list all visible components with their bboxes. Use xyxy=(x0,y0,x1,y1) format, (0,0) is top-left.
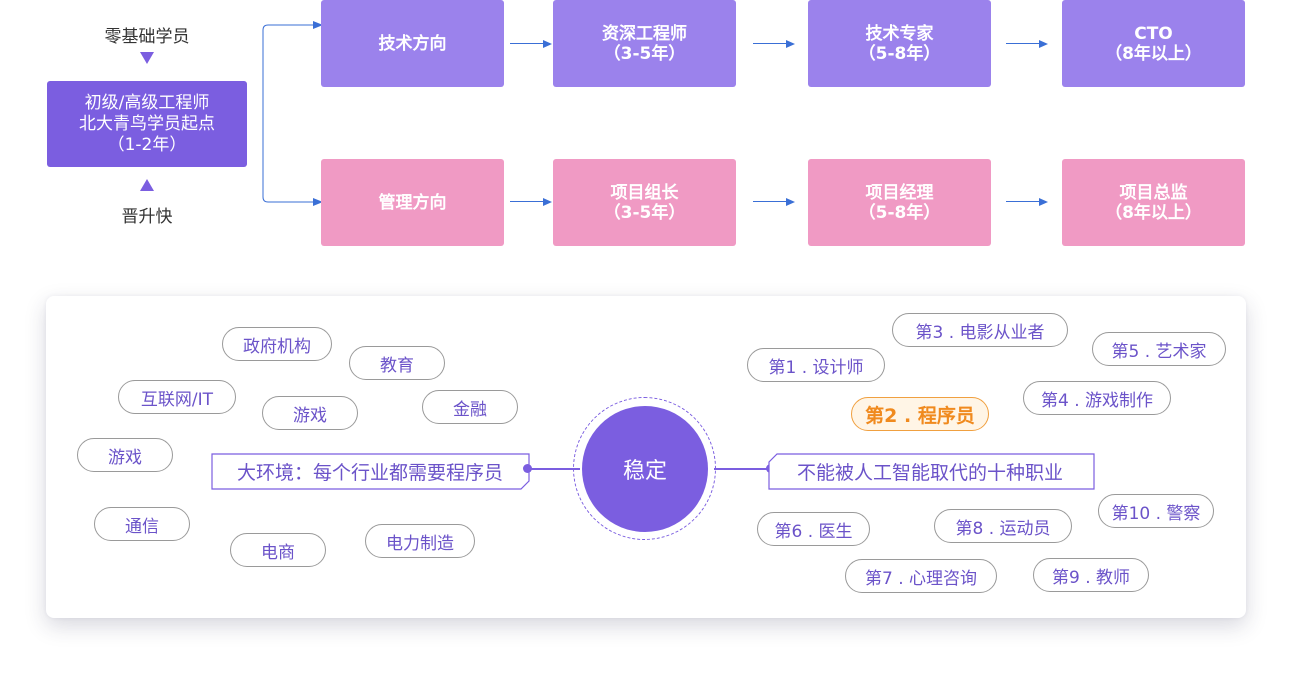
job-pill: 第3 . 电影从业者 xyxy=(892,313,1068,347)
mgmt-node-title: 项目组长 xyxy=(610,182,679,203)
arrow-down-icon xyxy=(140,52,154,64)
tech-node-years: （3-5年） xyxy=(603,43,686,64)
tech-node-title: 技术专家 xyxy=(865,23,934,44)
tech-node: 技术专家 （5-8年） xyxy=(808,0,991,87)
mgmt-node-title: 项目经理 xyxy=(865,182,934,203)
tech-node-title: 技术方向 xyxy=(378,33,447,54)
industry-pill: 电力制造 xyxy=(365,524,475,558)
mgmt-node-years: （5-8年） xyxy=(858,202,941,223)
mgmt-node: 项目总监 （8年以上） xyxy=(1062,159,1245,246)
start-top-label: 零基础学员 xyxy=(104,27,190,47)
mgmt-arrow xyxy=(510,201,546,202)
tech-arrow xyxy=(510,43,546,44)
tech-node-title: 资深工程师 xyxy=(602,23,687,44)
job-pill: 第8 . 运动员 xyxy=(934,509,1072,543)
industry-pill: 通信 xyxy=(94,507,190,541)
industry-pill: 教育 xyxy=(349,346,445,380)
tech-node-years: （5-8年） xyxy=(858,43,941,64)
right-label-frame xyxy=(768,453,1095,490)
tech-arrow xyxy=(753,43,789,44)
mgmt-node: 管理方向 xyxy=(321,159,504,246)
arrow-right-icon xyxy=(1039,198,1048,206)
industry-pill: 互联网/IT xyxy=(118,380,236,414)
arrow-right-icon xyxy=(786,198,795,206)
mgmt-node-years: （3-5年） xyxy=(603,202,686,223)
job-pill: 第9 . 教师 xyxy=(1033,558,1149,592)
arrow-right-icon xyxy=(543,198,552,206)
job-pill: 第6 . 医生 xyxy=(757,512,870,546)
mgmt-node-years: （8年以上） xyxy=(1105,202,1202,223)
right-connector xyxy=(714,468,768,470)
tech-node-title: CTO xyxy=(1134,23,1173,44)
start-box-line: 北大青鸟学员起点 xyxy=(79,113,215,134)
job-pill: 第5 . 艺术家 xyxy=(1092,332,1226,366)
tech-node: 资深工程师 （3-5年） xyxy=(553,0,736,87)
arrow-up-icon xyxy=(140,179,154,191)
tech-node: CTO （8年以上） xyxy=(1062,0,1245,87)
tech-node-years: （8年以上） xyxy=(1105,43,1202,64)
mgmt-node-title: 项目总监 xyxy=(1119,182,1188,203)
job-pill-highlight: 第2 . 程序员 xyxy=(851,397,989,431)
mgmt-arrow xyxy=(1006,201,1042,202)
left-connector-dot xyxy=(523,464,532,473)
right-label: 不能被人工智能取代的十种职业 xyxy=(796,461,1063,484)
mgmt-node-title: 管理方向 xyxy=(378,192,447,213)
start-box: 初级/高级工程师 北大青鸟学员起点 （1-2年） xyxy=(47,81,247,167)
industry-pill: 金融 xyxy=(422,390,518,424)
left-label: 大环境：每个行业都需要程序员 xyxy=(236,461,503,484)
industry-pill: 政府机构 xyxy=(222,327,332,361)
center-circle: 稳定 xyxy=(582,406,708,532)
job-pill: 第4 . 游戏制作 xyxy=(1023,381,1171,415)
mgmt-node: 项目组长 （3-5年） xyxy=(553,159,736,246)
job-pill: 第10 . 警察 xyxy=(1098,494,1214,528)
industry-pill: 游戏 xyxy=(262,396,358,430)
mgmt-arrow xyxy=(753,201,789,202)
left-connector xyxy=(528,468,580,470)
tech-arrow xyxy=(1006,43,1042,44)
mgmt-node: 项目经理 （5-8年） xyxy=(808,159,991,246)
start-box-line: （1-2年） xyxy=(107,134,187,155)
industry-pill: 游戏 xyxy=(77,438,173,472)
arrow-right-icon xyxy=(1039,40,1048,48)
job-pill: 第1 . 设计师 xyxy=(747,348,885,382)
tech-node: 技术方向 xyxy=(321,0,504,87)
start-box-line: 初级/高级工程师 xyxy=(84,92,210,113)
arrow-right-icon xyxy=(786,40,795,48)
job-pill: 第7 . 心理咨询 xyxy=(845,559,997,593)
left-label-frame xyxy=(211,453,530,490)
industry-pill: 电商 xyxy=(230,533,326,567)
start-bottom-label: 晋升快 xyxy=(121,207,173,227)
arrow-right-icon xyxy=(543,40,552,48)
branch-connector xyxy=(262,21,323,206)
